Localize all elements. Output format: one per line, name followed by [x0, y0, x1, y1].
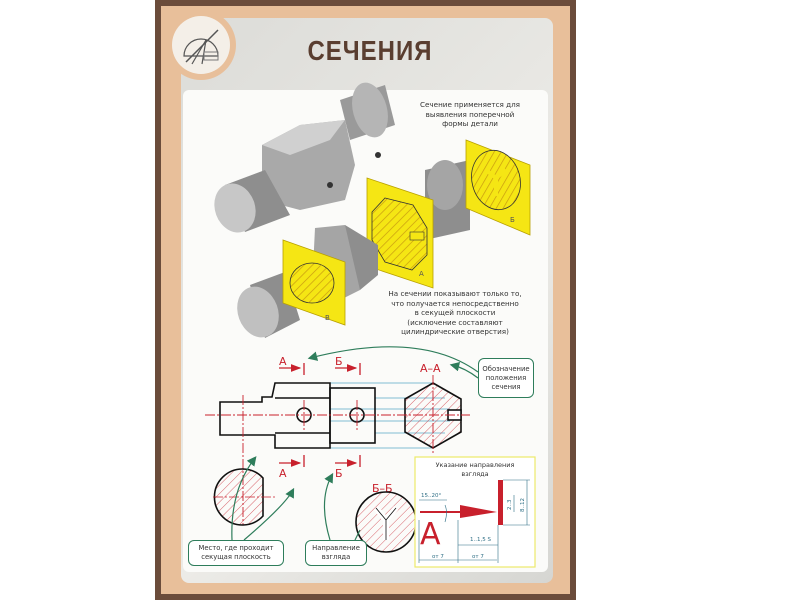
- note-rule-line: (исключение составляют: [407, 317, 503, 327]
- cut-label-b-bottom: Б: [335, 467, 343, 480]
- callout-view-direction: Направление взгляда: [305, 540, 367, 566]
- callout-line: Направление: [312, 544, 360, 552]
- note-rule-line: На сечении показывают только то,: [388, 289, 522, 298]
- detail-gap-1: от 7: [432, 554, 444, 560]
- section-plane-v: В: [237, 225, 378, 338]
- note-purpose-line: формы детали: [442, 119, 498, 128]
- detail-title-2: взгляда: [461, 470, 488, 478]
- detail-gap-2: от 7: [472, 554, 484, 560]
- detail-title-1: Указание направления: [436, 461, 515, 469]
- section-bb-drawing: [355, 491, 417, 553]
- logo: [166, 10, 236, 80]
- callout-line: взгляда: [321, 553, 351, 561]
- callout-line: положения: [485, 373, 527, 382]
- view-direction-detail: Указание направления взгляда А 15..20° 2…: [414, 456, 536, 568]
- orthographic-drawing: А Б А–А А Б Б–Б: [205, 346, 479, 553]
- part-3d-whole: [214, 82, 395, 233]
- section-label-aa: А–А: [420, 362, 441, 375]
- callout-line: Место, где проходит: [198, 544, 274, 552]
- note-rule-line: цилиндрические отверстия): [401, 327, 509, 336]
- note-purpose-line: Сечение применяется для: [419, 100, 521, 109]
- cut-label-a-bottom: А: [279, 467, 287, 480]
- drafting-tools-icon: [172, 16, 230, 74]
- note-purpose-line: выявления поперечной: [425, 109, 515, 119]
- plane-label-a: А: [419, 270, 424, 278]
- cut-label-b-top: Б: [335, 355, 343, 368]
- page-title: СЕЧЕНИЯ: [307, 35, 433, 67]
- detail-line-len: 8..12: [520, 498, 526, 512]
- plane-label-b: Б: [510, 216, 515, 224]
- callout-designation: Обозначение положения сечения: [478, 358, 534, 398]
- callout-line: сечения: [491, 382, 521, 391]
- callout-line: секущая плоскость: [201, 553, 271, 561]
- section-plane-b: Б: [465, 139, 531, 236]
- note-rule-line: что получается непосредственно: [391, 298, 519, 308]
- callout-cut-place: Место, где проходит секущая плоскость: [188, 540, 284, 566]
- note-rule-line: в секущей плоскости: [414, 308, 496, 317]
- cut-label-a-top: А: [279, 355, 287, 368]
- callout-line: Обозначение: [482, 364, 530, 373]
- detail-angle: 15..20°: [421, 493, 441, 499]
- detail-letter: А: [420, 517, 441, 552]
- note-rule: На сечении показывают только то, что пол…: [375, 289, 535, 337]
- detail-tick-len: 2..3: [507, 499, 513, 510]
- plane-label-v: В: [325, 314, 330, 322]
- note-purpose: Сечение применяется для выявления попере…: [405, 100, 535, 129]
- detail-thickness: 1..1,5 S: [470, 537, 491, 543]
- section-plane-a: А: [366, 160, 470, 289]
